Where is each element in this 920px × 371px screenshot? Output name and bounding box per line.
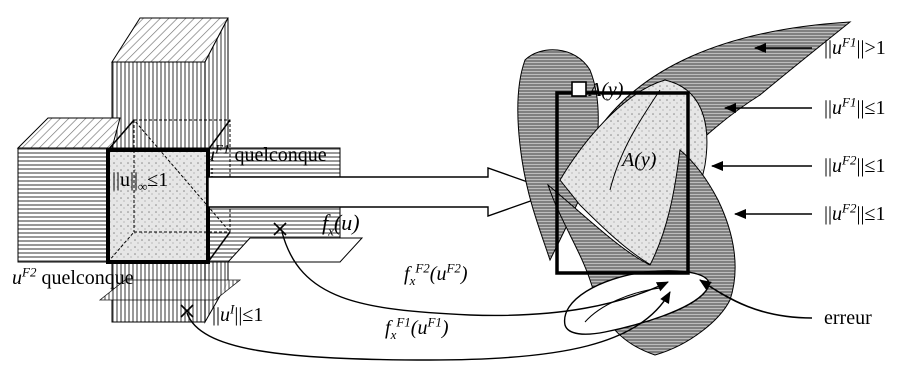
label-right-uF1-le1: ||uF1||≤1 <box>824 94 886 119</box>
pointer-erreur <box>699 279 813 319</box>
Ay-corner-square <box>571 81 587 97</box>
pointer-arrows <box>699 43 813 319</box>
mapping-arrow-fx <box>207 167 559 217</box>
label-erreur: erreur <box>824 307 872 329</box>
horizontal-slab-right <box>226 237 364 263</box>
label-fx-u: fx(u) <box>322 210 360 239</box>
ui-plane <box>98 279 242 301</box>
label-right-uF1-gt1: ||uF1||>1 <box>824 34 886 59</box>
horizontal-slab-top <box>16 117 121 149</box>
unit-cube-back-edges <box>132 119 231 234</box>
label-fxF1: fxF1(uF1) <box>385 314 449 342</box>
label-uF1-quelconque: uF1 quelconque <box>205 141 327 166</box>
label-right-uF2-le1-a: ||uF2||≤1 <box>824 152 886 177</box>
label-fxF2: fxF2(uF2) <box>404 260 468 288</box>
label-norm-uI: ||uI||≤1 <box>212 301 264 326</box>
error-rectangle <box>555 91 690 275</box>
curve-fxF1 <box>186 291 671 361</box>
label-norm-u-infinity: ||u||∞≤1 <box>112 169 169 194</box>
output-space <box>517 21 852 356</box>
curve-fxF2 <box>281 231 669 317</box>
loop-uF2 <box>564 270 710 335</box>
cross-marker-f2 <box>273 222 287 236</box>
label-uF2-quelconque: uF2 quelconque <box>12 264 134 289</box>
label-right-uF2-le1-b: ||uF2||≤1 <box>824 200 886 225</box>
label-Ay-mid: A(y) <box>622 149 657 171</box>
label-Ay-top: A(y) <box>589 79 624 101</box>
cross-marker-f1 <box>180 304 194 318</box>
